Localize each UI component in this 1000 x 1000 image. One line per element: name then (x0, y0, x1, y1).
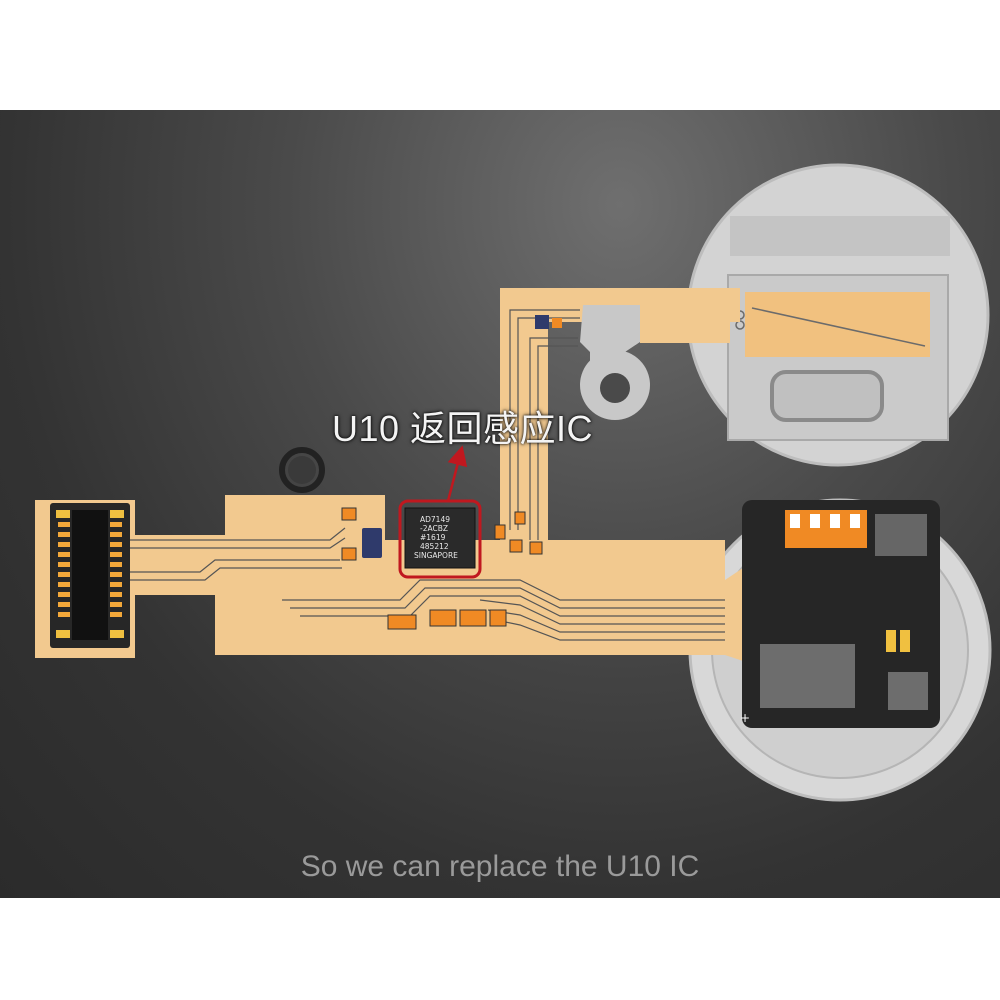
upper-bracket-module (686, 163, 990, 467)
chip-line-5: SINGAPORE (414, 551, 458, 560)
traces (130, 309, 725, 641)
highlight-box (398, 499, 482, 579)
video-caption: So we can replace the U10 IC (300, 850, 700, 883)
video-frame: AD7149 -2ACBZ #1619 485212 SINGAPORE + U… (0, 110, 1000, 898)
mounting-hole-fill (288, 456, 316, 484)
chip-line-3: #1619 (420, 533, 446, 542)
flex-cable (35, 288, 770, 670)
annotation-label: U10 返回感应IC (332, 408, 594, 449)
board-connector (50, 503, 130, 648)
flex-cable-diagram: AD7149 -2ACBZ #1619 485212 SINGAPORE + (35, 163, 992, 802)
sensor-board: + (740, 500, 940, 728)
svg-text:+: + (740, 711, 750, 725)
chip-line-1: AD7149 (420, 515, 450, 524)
chip-line-2: -2ACBZ (420, 524, 448, 533)
mounting-hole (279, 447, 325, 493)
annotation-arrow (446, 445, 468, 502)
chip-line-4: 485212 (420, 542, 449, 551)
u10-chip: AD7149 -2ACBZ #1619 485212 SINGAPORE (404, 507, 476, 569)
ground-bracket (580, 305, 650, 420)
small-components (341, 315, 562, 630)
